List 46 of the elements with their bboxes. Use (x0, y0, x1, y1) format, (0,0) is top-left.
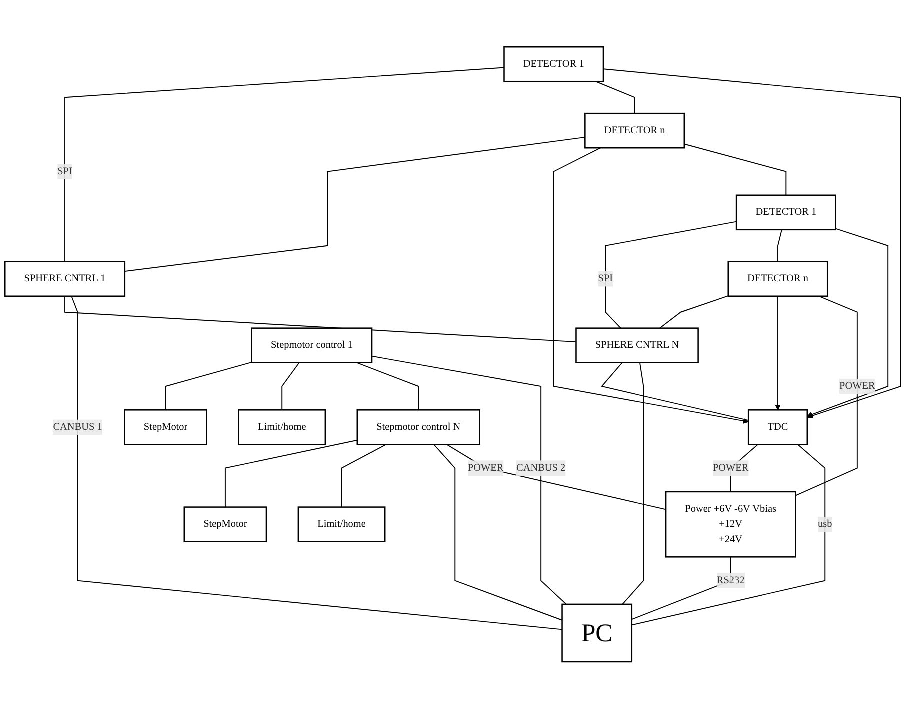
node-box: StepMotor (124, 410, 208, 446)
connector (165, 362, 252, 412)
connector (622, 362, 644, 606)
edge-label: POWER (840, 381, 876, 392)
connector (795, 296, 858, 497)
connector (601, 362, 750, 422)
connector (605, 222, 738, 330)
connector (446, 444, 667, 511)
edge-label: CANBUS 2 (516, 463, 566, 474)
node-box: DETECTOR 1 (504, 46, 604, 83)
node-box: PC (562, 604, 633, 664)
connector (71, 296, 563, 631)
node-box: Limit/home (238, 410, 326, 446)
edge-label: SPI (598, 274, 614, 285)
node-box: Stepmotor control 1 (251, 328, 373, 364)
connector (282, 362, 300, 412)
node-box: TDC (748, 410, 808, 446)
node-box: Stepmotor control N (356, 410, 480, 446)
connector (372, 356, 567, 606)
edge-label: usb (818, 519, 832, 530)
edge-label: CANBUS 1 (53, 422, 102, 433)
edge-label: SPI (58, 166, 72, 178)
connector (778, 230, 782, 263)
connector (684, 144, 787, 196)
node-box: StepMotor (184, 507, 268, 543)
connector (434, 444, 563, 622)
connector (224, 440, 358, 508)
node-box: Limit/home (298, 507, 386, 543)
connector (64, 296, 577, 343)
node-box: DETECTOR n (728, 262, 828, 298)
node-box: DETECTOR 1 (736, 195, 836, 231)
edge-label: POWER (712, 463, 749, 474)
node-box: Power +6V -6V Vbias +12V +24V (665, 492, 796, 558)
connector (659, 296, 729, 330)
arrow (553, 148, 749, 424)
node-box: SPHERE CNTRL N (576, 328, 699, 364)
edge-label: RS232 (716, 576, 745, 586)
arrow (603, 69, 902, 420)
node-box: DETECTOR n (584, 113, 686, 150)
arrow (807, 228, 889, 418)
connector (341, 444, 387, 508)
connector (64, 68, 505, 263)
edge-label: POWER (468, 463, 504, 474)
node-box: SPHERE CNTRL 1 (4, 262, 126, 298)
arrow (775, 296, 781, 411)
connector (124, 137, 586, 272)
